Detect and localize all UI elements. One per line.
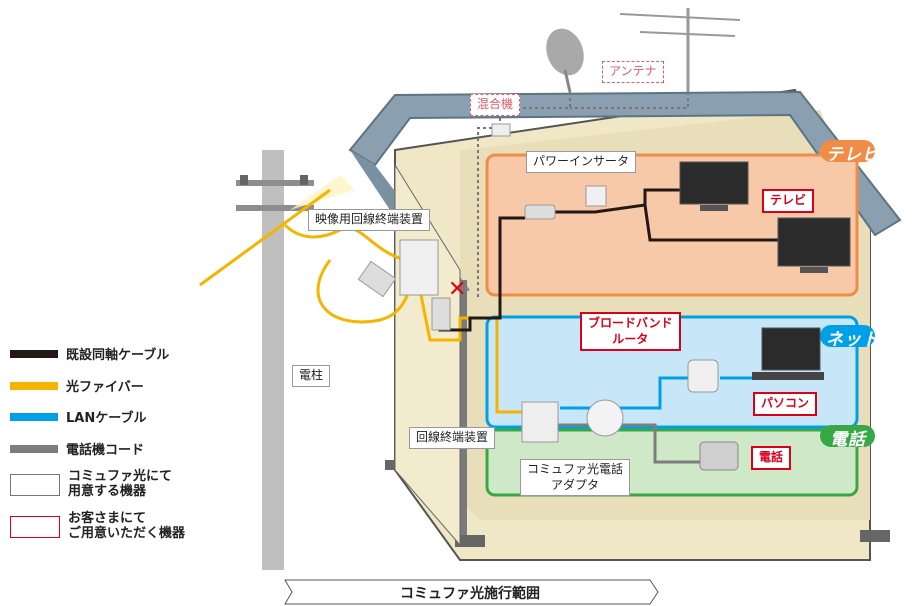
scope-arrow-shape <box>284 579 659 605</box>
tv-zone-tag-bg <box>820 140 875 162</box>
satellite-dish-icon <box>546 28 584 93</box>
legend-coax: 既設同軸ケーブル <box>10 344 169 363</box>
voice-adapter-device-icon <box>586 399 624 437</box>
fiber-indoor <box>418 289 525 414</box>
legend-label: 電話機コード <box>66 443 145 458</box>
tv-antenna-icon <box>619 8 741 92</box>
legend-swatch <box>10 349 58 358</box>
legend-swatch <box>10 444 58 453</box>
pc-label: パソコン <box>753 392 818 416</box>
mixer-label: 混合機 <box>470 94 521 116</box>
light-ray <box>290 175 355 210</box>
disconnect-mark-icon: ✕ <box>448 277 466 302</box>
scope-arrow-label: コミュファ光施行範囲 <box>400 586 540 602</box>
legend-phone-cord: 電話機コード <box>10 439 144 458</box>
fiber-connector-icon <box>357 260 397 298</box>
tv-2-icon <box>777 217 851 273</box>
utility-pole <box>236 150 314 570</box>
router-device-icon <box>687 359 719 393</box>
legend-label: 光ファイバー <box>66 380 144 395</box>
legend-swatch <box>10 381 58 390</box>
mixer-device-icon <box>491 123 511 137</box>
ont-label: 回線終端装置 <box>409 427 496 449</box>
video-ont-label: 映像用回線終端装置 <box>308 209 431 231</box>
fiber-incoming <box>199 188 331 287</box>
legend-customer-equipment: お客さまにて ご用意いただく機器 <box>10 511 186 542</box>
power-inserter-device-icon <box>585 185 607 207</box>
power-inserter-label: パワーインサータ <box>526 151 637 173</box>
pc-icon <box>752 327 824 380</box>
legend-label: お客さまにて ご用意いただく機器 <box>68 511 186 541</box>
legend-fiber: 光ファイバー <box>10 376 144 395</box>
phone-zone-tag: 電話 <box>830 430 866 450</box>
antenna-dotted-line <box>477 92 571 300</box>
pole-label: 電柱 <box>292 365 331 387</box>
splitter-device-icon <box>431 297 451 331</box>
legend-label: コミュファ光にて 用意する機器 <box>68 469 173 499</box>
tv-zone-tag: テレビ <box>826 145 880 165</box>
tv-label: テレビ <box>762 189 815 213</box>
tv-1-icon <box>679 161 749 211</box>
ont-device-icon <box>521 401 559 443</box>
net-zone-tag-bg <box>820 325 875 347</box>
phone-zone-tag-bg <box>820 425 875 447</box>
net-zone-tag: ネット <box>826 330 880 350</box>
phone-cord <box>555 423 700 464</box>
phone-label: 電話 <box>751 446 792 470</box>
booster-device-icon <box>524 204 556 220</box>
broadband-router-label: ブロードバンド ルータ <box>580 312 681 352</box>
legend-label: LANケーブル <box>66 411 147 426</box>
fiber-loop <box>316 259 412 324</box>
coax-to-tv2 <box>643 204 780 242</box>
legend-swatch <box>10 515 60 538</box>
antenna-label: アンテナ <box>602 61 664 83</box>
legend-swatch <box>10 412 58 421</box>
legend-lan: LANケーブル <box>10 407 146 426</box>
video-ont-device-icon <box>399 239 439 296</box>
voice-adapter-label: コミュファ光電話 アダプタ <box>520 459 631 497</box>
legend-swatch <box>10 473 60 496</box>
telephone-icon <box>699 441 739 471</box>
legend-provided-equipment: コミュファ光にて 用意する機器 <box>10 469 173 500</box>
legend-label: 既設同軸ケーブル <box>66 348 170 363</box>
